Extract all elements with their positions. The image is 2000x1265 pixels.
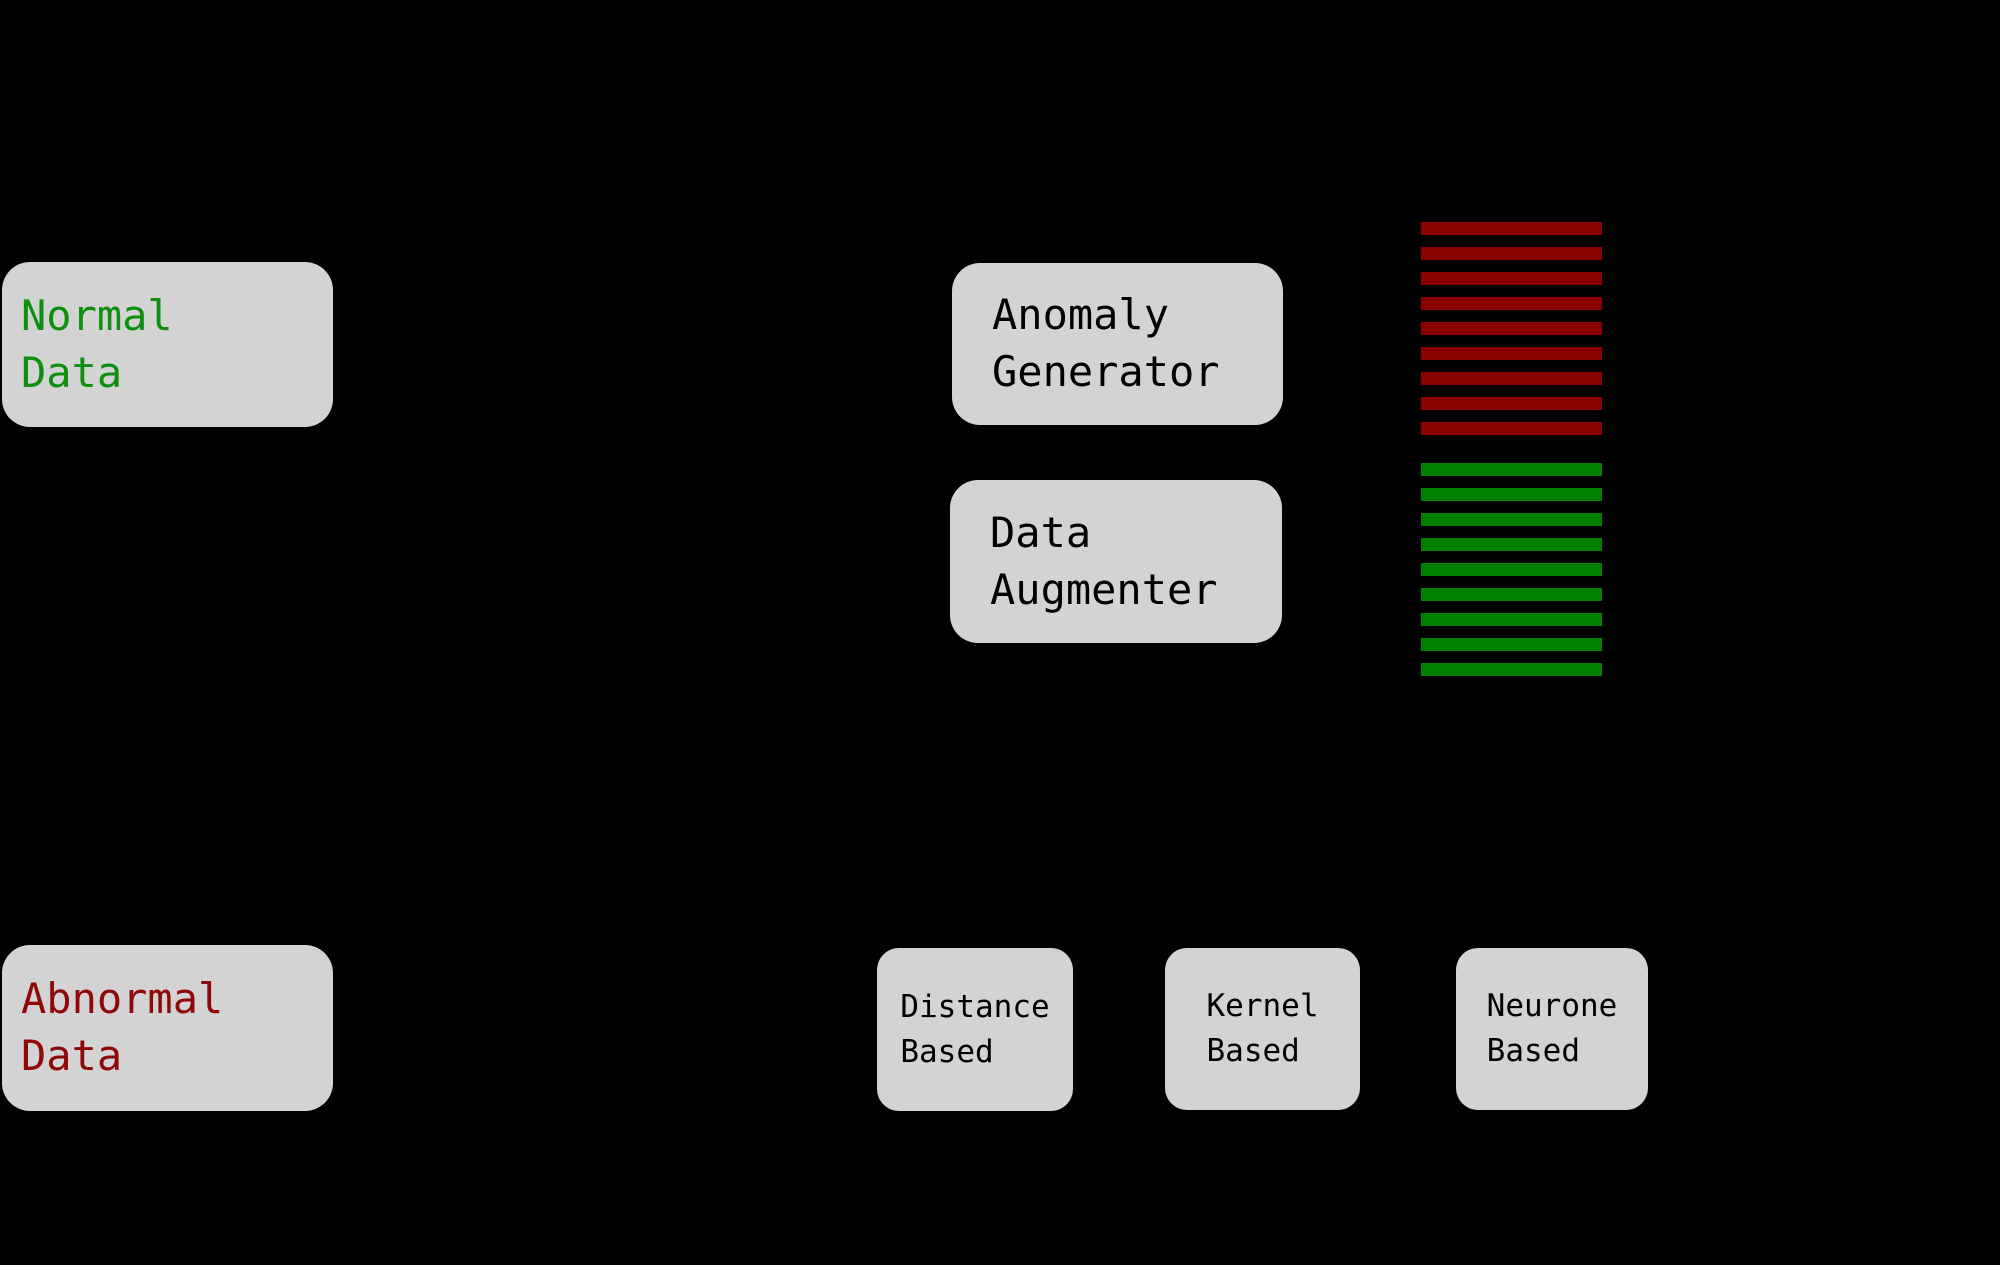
data-augmenter-label-line2: Augmenter xyxy=(990,564,1218,614)
anomaly-generator-box: Anomaly Generator xyxy=(952,263,1283,425)
abnormal-data-label-line2: Data xyxy=(21,1031,123,1080)
data-augmenter-label-line1: Data xyxy=(990,507,1092,557)
stripe xyxy=(1421,488,1602,501)
kernel-based-box: Kernel Based xyxy=(1165,948,1360,1110)
abnormal-data-label-line1: Abnormal xyxy=(21,974,224,1024)
neurone-based-label-line2: Based xyxy=(1486,1033,1580,1069)
distance-based-label: Distance Based xyxy=(900,985,1049,1075)
neurone-based-label-line1: Neurone xyxy=(1486,988,1618,1025)
stripe xyxy=(1421,397,1602,410)
stripe xyxy=(1421,422,1602,435)
stripe xyxy=(1421,463,1602,476)
distance-based-label-line2: Based xyxy=(900,1033,994,1070)
stripe xyxy=(1421,588,1602,601)
neurone-based-label: Neurone Based xyxy=(1487,984,1618,1074)
stripe xyxy=(1421,613,1602,626)
stripe xyxy=(1421,638,1602,651)
stripe xyxy=(1421,272,1602,285)
stripe xyxy=(1421,513,1602,526)
data-augmenter-box: Data Augmenter xyxy=(950,480,1282,643)
stripe xyxy=(1421,222,1602,235)
normal-data-label-line1: Normal xyxy=(21,290,173,340)
stripe xyxy=(1421,538,1602,551)
kernel-based-label-line2: Based xyxy=(1206,1033,1300,1069)
distance-based-box: Distance Based xyxy=(877,948,1073,1111)
stripe xyxy=(1421,372,1602,385)
normal-data-label-line2: Data xyxy=(21,347,123,397)
anomaly-generator-label-line1: Anomaly xyxy=(992,290,1170,340)
normal-augmented-data-stripes xyxy=(1421,463,1602,676)
stripe xyxy=(1421,247,1602,260)
normal-data-box: Normal Data xyxy=(2,262,333,427)
stripe xyxy=(1421,297,1602,310)
neurone-based-box: Neurone Based xyxy=(1456,948,1648,1110)
stripe xyxy=(1421,663,1602,676)
abnormal-generated-data-stripes xyxy=(1421,222,1602,435)
stripe xyxy=(1421,347,1602,360)
distance-based-label-line1: Distance xyxy=(900,988,1050,1025)
stripe xyxy=(1421,322,1602,335)
kernel-based-label: Kernel Based xyxy=(1207,984,1319,1074)
stripe xyxy=(1421,563,1602,576)
anomaly-generator-label-line2: Generator xyxy=(992,347,1220,396)
abnormal-data-box: Abnormal Data xyxy=(2,945,333,1111)
kernel-based-label-line1: Kernel xyxy=(1206,988,1319,1025)
